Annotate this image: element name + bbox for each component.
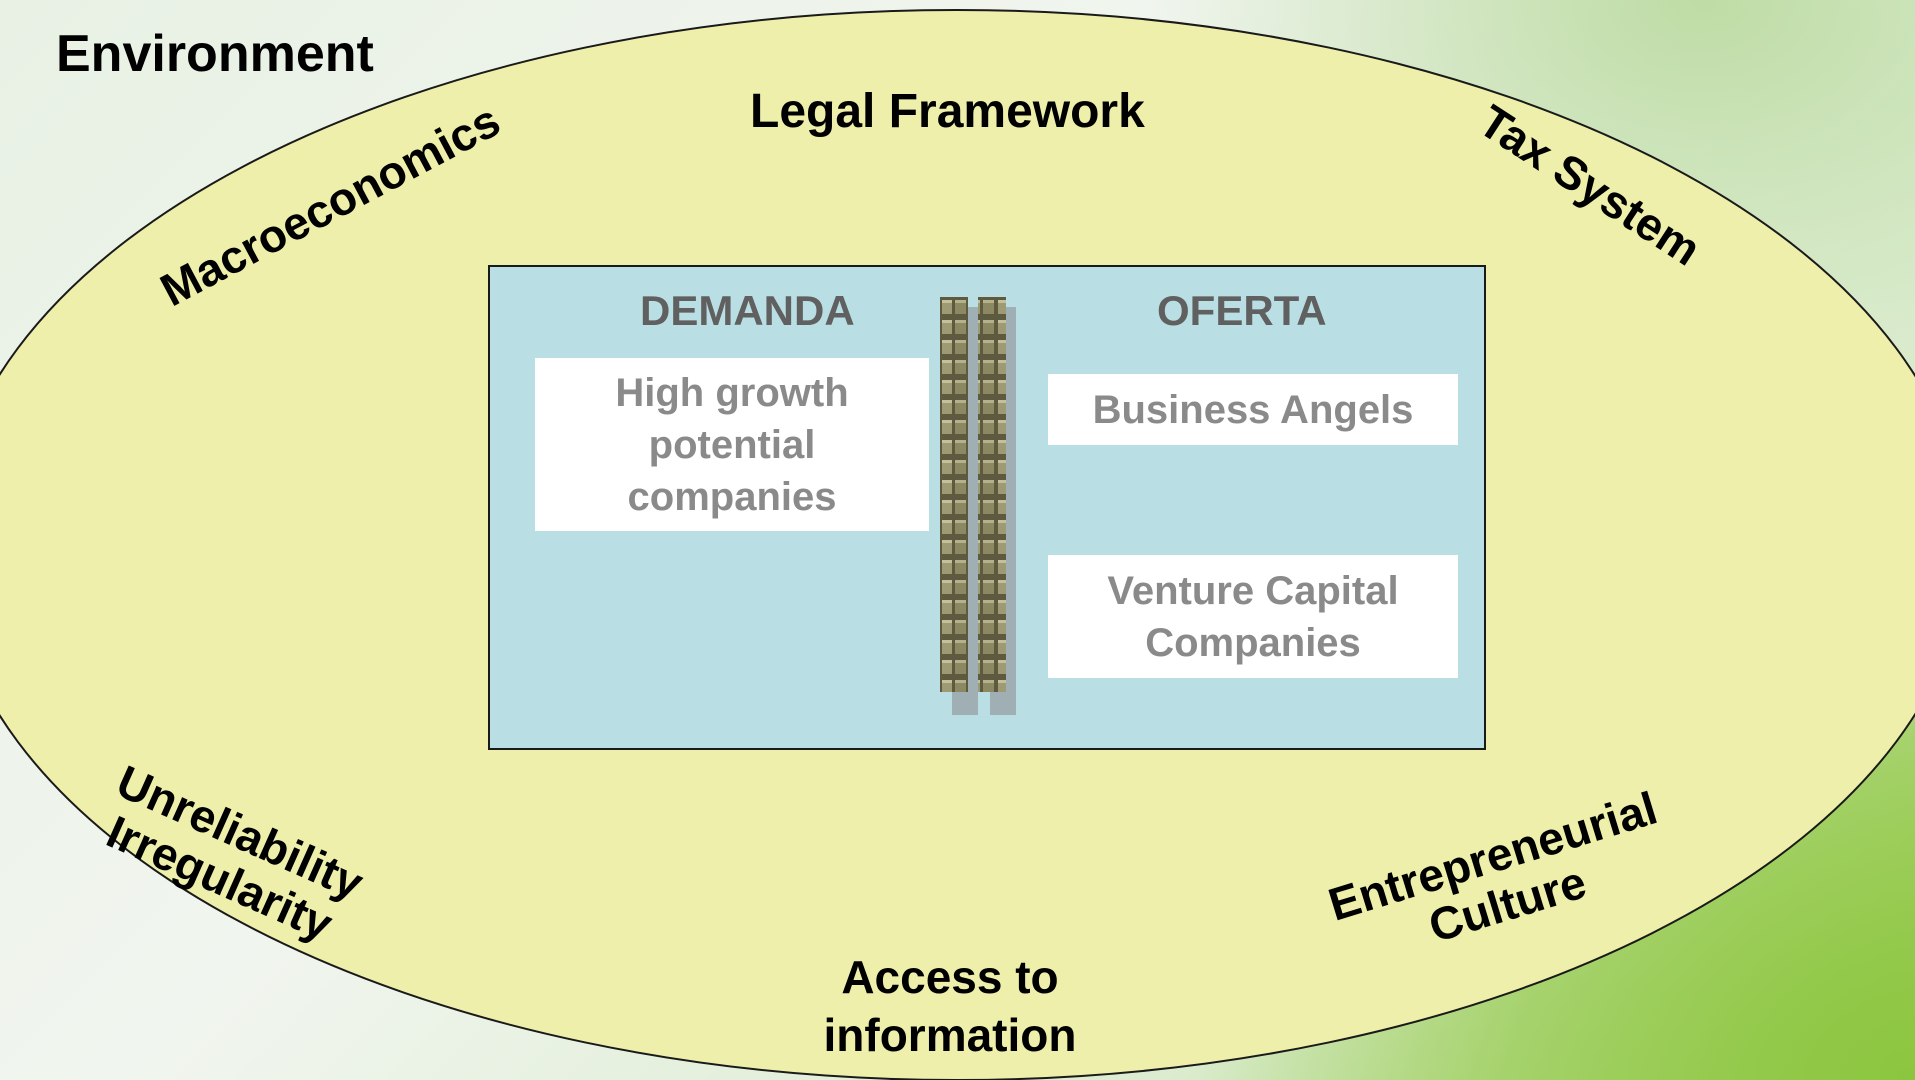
high-growth-companies-card: High growth potential companies bbox=[535, 358, 929, 531]
venture-capital-card: Venture Capital Companies bbox=[1048, 555, 1458, 678]
supply-header: OFERTA bbox=[1157, 287, 1327, 334]
legal-framework-label: Legal Framework bbox=[750, 85, 1145, 138]
business-angels-text: Business Angels bbox=[1092, 387, 1414, 432]
divider-column-right bbox=[978, 297, 1006, 692]
access-line2: information bbox=[823, 1009, 1077, 1061]
business-angels-card: Business Angels bbox=[1048, 374, 1458, 445]
market-box: DEMANDA OFERTA High growth potential com… bbox=[488, 265, 1486, 750]
divider-columns bbox=[940, 297, 1016, 715]
demand-header: DEMANDA bbox=[640, 287, 855, 334]
access-to-information-label: Access to information bbox=[800, 948, 1100, 1064]
venture-capital-text: Venture Capital Companies bbox=[1107, 568, 1399, 665]
divider-column-left bbox=[940, 297, 968, 692]
environment-title: Environment bbox=[56, 25, 374, 83]
high-growth-companies-text: High growth potential companies bbox=[615, 370, 849, 519]
access-line1: Access to bbox=[841, 951, 1059, 1003]
